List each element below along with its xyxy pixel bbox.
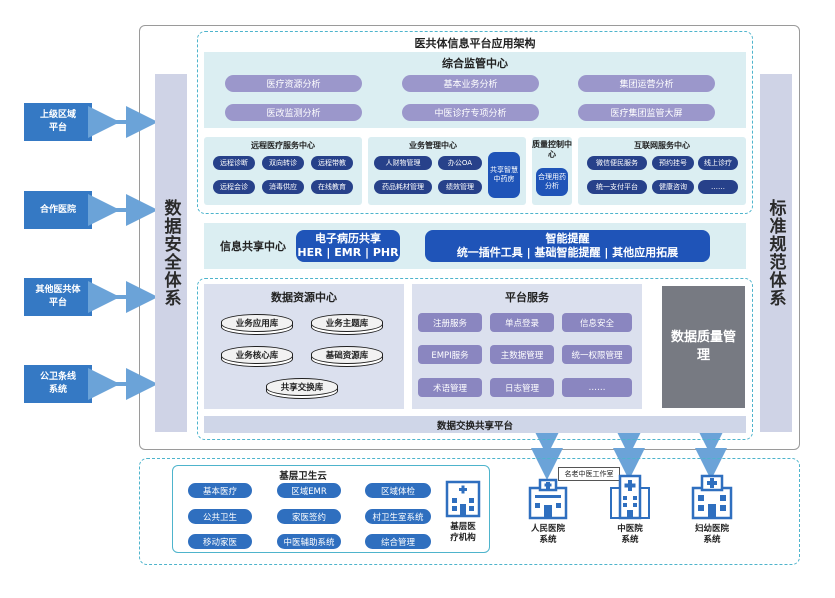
- grassroots-section: [139, 458, 800, 565]
- tcm-hospital-icon: [610, 474, 650, 520]
- cloud-item: 移动家医: [188, 534, 252, 549]
- cloud-item: 公共卫生: [188, 509, 252, 524]
- internet-item: ……: [698, 180, 738, 194]
- external-public-health-system: 公卫条线 系统: [24, 365, 92, 403]
- internet-item: 预约挂号: [652, 156, 694, 170]
- platform-service-item: EMPI服务: [418, 345, 482, 364]
- data-exchange-platform: 数据交换共享平台: [204, 416, 746, 433]
- grassroots-hospital-icon: [445, 480, 481, 518]
- supervision-title: 综合监管中心: [442, 57, 508, 70]
- platform-service-item: 日志管理: [490, 378, 554, 397]
- internet-item: 微信便民服务: [587, 156, 647, 170]
- supervision-item: 医改监测分析: [225, 104, 362, 121]
- remote-item: 远程带教: [311, 156, 353, 170]
- grassroots-cloud-title: 基层卫生云: [279, 471, 327, 482]
- main-title: 医共体信息平台应用架构: [414, 37, 536, 50]
- smart-reminder-box: 智能提醒 统一插件工具 | 基础智能提醒 | 其他应用拓展: [425, 230, 710, 262]
- hospital-label: 人民医院 系统: [530, 524, 565, 545]
- internet-item: 健康咨询: [652, 180, 694, 194]
- platform-service-item: 主数据管理: [490, 345, 554, 364]
- platform-service-item: 单点登录: [490, 313, 554, 332]
- hospital-label: 中医院 系统: [617, 524, 643, 545]
- cloud-item: 中医辅助系统: [277, 534, 341, 549]
- tcm-expert-studio-label: 名老中医工作室: [564, 470, 614, 478]
- remote-medical-title: 远程医疗服务中心: [251, 141, 315, 150]
- remote-item: 双向转诊: [262, 156, 304, 170]
- platform-service-item: 注册服务: [418, 313, 482, 332]
- business-item: 人财物管理: [374, 156, 432, 170]
- people-hospital-icon: [528, 478, 568, 520]
- info-share-title: 信息共享中心: [220, 240, 286, 253]
- supervision-item: 集团运营分析: [578, 75, 715, 92]
- external-upper-region-platform: 上级区域 平台: [24, 103, 92, 141]
- tcm-expert-studio: 名老中医工作室: [558, 467, 620, 481]
- database-cylinder: 业务主题库: [311, 314, 383, 332]
- platform-service-item: ……: [562, 378, 632, 397]
- supervision-item: 基本业务分析: [402, 75, 539, 92]
- database-cylinder: 业务核心库: [221, 346, 293, 364]
- internet-service-title: 互联网服务中心: [634, 141, 690, 150]
- emr-sharing-types: HER | EMR | PHR: [297, 246, 399, 259]
- external-partner-hospital: 合作医院: [24, 191, 92, 229]
- business-item: 办公OA: [438, 156, 482, 170]
- grassroots-institution-label: 基层医 疗机构: [450, 522, 476, 543]
- data-security-system-bar: 数据安全体系: [155, 74, 187, 432]
- shared-tcm-pharmacy: 共享智慧中药房: [488, 152, 520, 198]
- database-cylinder: 基础资源库: [311, 346, 383, 364]
- supervision-item: 中医诊疗专项分析: [402, 104, 539, 121]
- remote-item: 消毒供应: [262, 180, 304, 194]
- platform-service-item: 术语管理: [418, 378, 482, 397]
- smart-reminder-features: 统一插件工具 | 基础智能提醒 | 其他应用拓展: [456, 246, 679, 259]
- smart-reminder-label: 智能提醒: [545, 232, 590, 245]
- cloud-item: 家医签约: [277, 509, 341, 524]
- application-architecture-section: [197, 31, 753, 214]
- business-item: 药品耗材管理: [374, 180, 432, 194]
- cloud-item: 基本医疗: [188, 483, 252, 498]
- data-quality-label: 数据质量管理: [670, 330, 736, 363]
- database-cylinder: 共享交换库: [266, 378, 338, 396]
- business-item: 绩效管理: [438, 180, 482, 194]
- database-cylinder: 业务应用库: [221, 314, 293, 332]
- data-platform-section: [197, 278, 753, 440]
- internet-item: 线上诊疗: [698, 156, 738, 170]
- hospital-label: 妇幼医院 系统: [694, 524, 729, 545]
- business-management-title: 业务管理中心: [409, 141, 457, 150]
- data-resource-title: 数据资源中心: [271, 291, 337, 304]
- remote-item: 远程诊断: [213, 156, 255, 170]
- supervision-item: 医疗集团监管大屏: [578, 104, 715, 121]
- data-exchange-label: 数据交换共享平台: [436, 420, 513, 432]
- supervision-item: 医疗资源分析: [225, 75, 362, 92]
- standards-system-bar: 标准规范体系: [760, 74, 792, 432]
- internet-item: 统一支付平台: [587, 180, 647, 194]
- remote-item: 在线教育: [311, 180, 353, 194]
- cloud-item: 区域EMR: [277, 483, 341, 498]
- cloud-item: 区域体检: [365, 483, 431, 498]
- cloud-item: 村卫生室系统: [365, 509, 431, 524]
- remote-item: 远程会诊: [213, 180, 255, 194]
- platform-service-item: 信息安全: [562, 313, 632, 332]
- maternal-child-hospital-icon: [691, 474, 733, 520]
- quality-control-title: 质量控制中心: [532, 140, 572, 159]
- data-quality-management: 数据质量管理: [662, 286, 745, 408]
- cloud-item: 综合管理: [365, 534, 431, 549]
- emr-sharing-box: 电子病历共享 HER | EMR | PHR: [296, 230, 400, 262]
- emr-sharing-label: 电子病历共享: [315, 232, 381, 245]
- platform-services-title: 平台服务: [505, 291, 549, 304]
- external-other-alliance-platform: 其他医共体 平台: [24, 278, 92, 316]
- rational-drug-analysis: 合理用药分析: [536, 168, 568, 196]
- platform-service-item: 统一权限管理: [562, 345, 632, 364]
